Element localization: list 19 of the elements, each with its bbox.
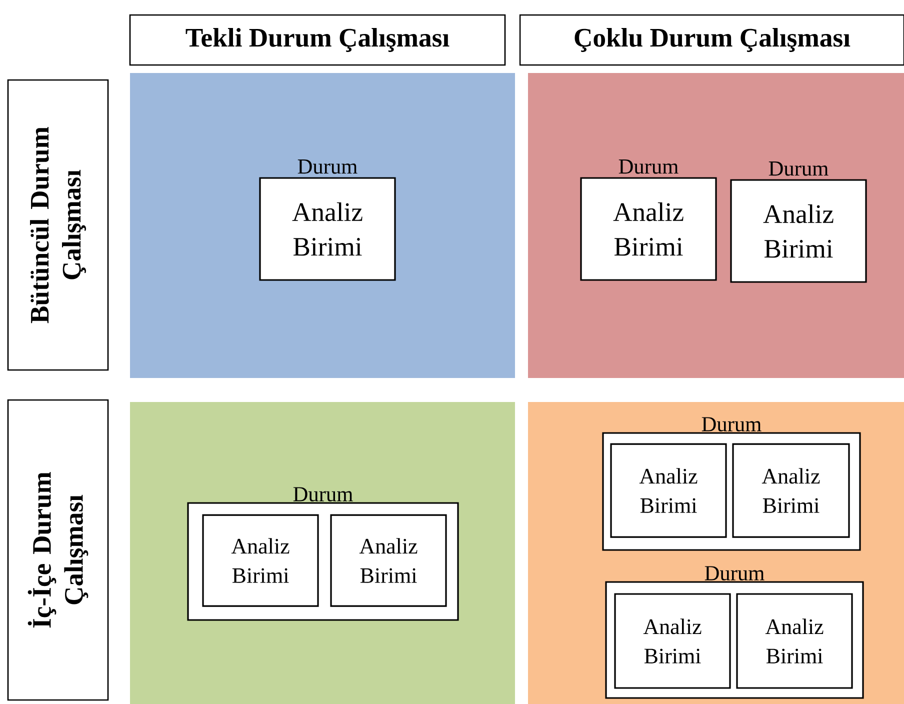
column-header: Tekli Durum Çalışması (129, 14, 506, 66)
row-header: Bütüncül Durum Çalışması (7, 79, 109, 371)
unit-box: Analiz Birimi (202, 514, 319, 607)
unit-box: Analiz Birimi (610, 443, 727, 538)
case-label: Durum (702, 417, 762, 432)
unit-box: Analiz Birimi (259, 177, 396, 281)
case-label: Durum (293, 487, 353, 502)
row-header: İç-İçe Durum Çalışması (7, 399, 109, 701)
case-label: Durum (298, 160, 358, 174)
unit-box: Analiz Birimi (732, 443, 850, 538)
unit-box: Analiz Birimi (736, 593, 853, 689)
column-header: Çoklu Durum Çalışması (519, 14, 904, 66)
unit-box: Analiz Birimi (730, 179, 867, 283)
case-label: Durum (704, 566, 764, 580)
unit-box: Analiz Birimi (580, 177, 717, 281)
unit-box: Analiz Birimi (614, 593, 731, 689)
unit-box: Analiz Birimi (330, 514, 447, 607)
case-label: Durum (768, 162, 828, 176)
case-label: Durum (618, 160, 678, 174)
